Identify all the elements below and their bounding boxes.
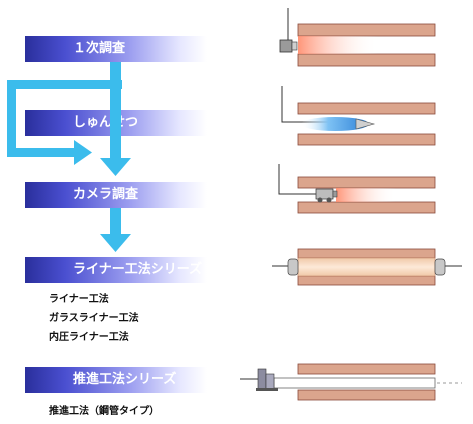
- step-label: １次調査: [73, 41, 126, 56]
- liner-method-item: ガラスライナー工法: [49, 313, 139, 324]
- step-label: ライナー工法シリーズ: [73, 262, 203, 277]
- jacking-method-item: 推進工法（鋼管タイプ）: [49, 406, 159, 417]
- step-band-camera-survey: カメラ調査: [25, 182, 207, 208]
- pipe-illustration-dredging: [281, 86, 436, 146]
- liner-method-item: ライナー工法: [49, 294, 109, 305]
- flow-arrow-loop: [7, 80, 122, 165]
- pipe-illustration-jacking: [240, 363, 462, 401]
- step-label: カメラ調査: [73, 187, 139, 202]
- step-band-liner-series: ライナー工法シリーズ: [25, 257, 207, 283]
- flow-arrow-main: [100, 62, 131, 252]
- pipe-illustration-camera: [278, 164, 436, 214]
- step-label: しゅんせつ: [73, 115, 139, 130]
- pipe-illustration-survey: [279, 8, 436, 67]
- step-band-jacking-series: 推進工法シリーズ: [25, 367, 207, 393]
- pipe-illustration-liner: [272, 248, 462, 286]
- step-label: 推進工法シリーズ: [73, 372, 177, 387]
- step-band-primary-survey: １次調査: [25, 36, 207, 62]
- liner-method-item: 内圧ライナー工法: [49, 332, 129, 343]
